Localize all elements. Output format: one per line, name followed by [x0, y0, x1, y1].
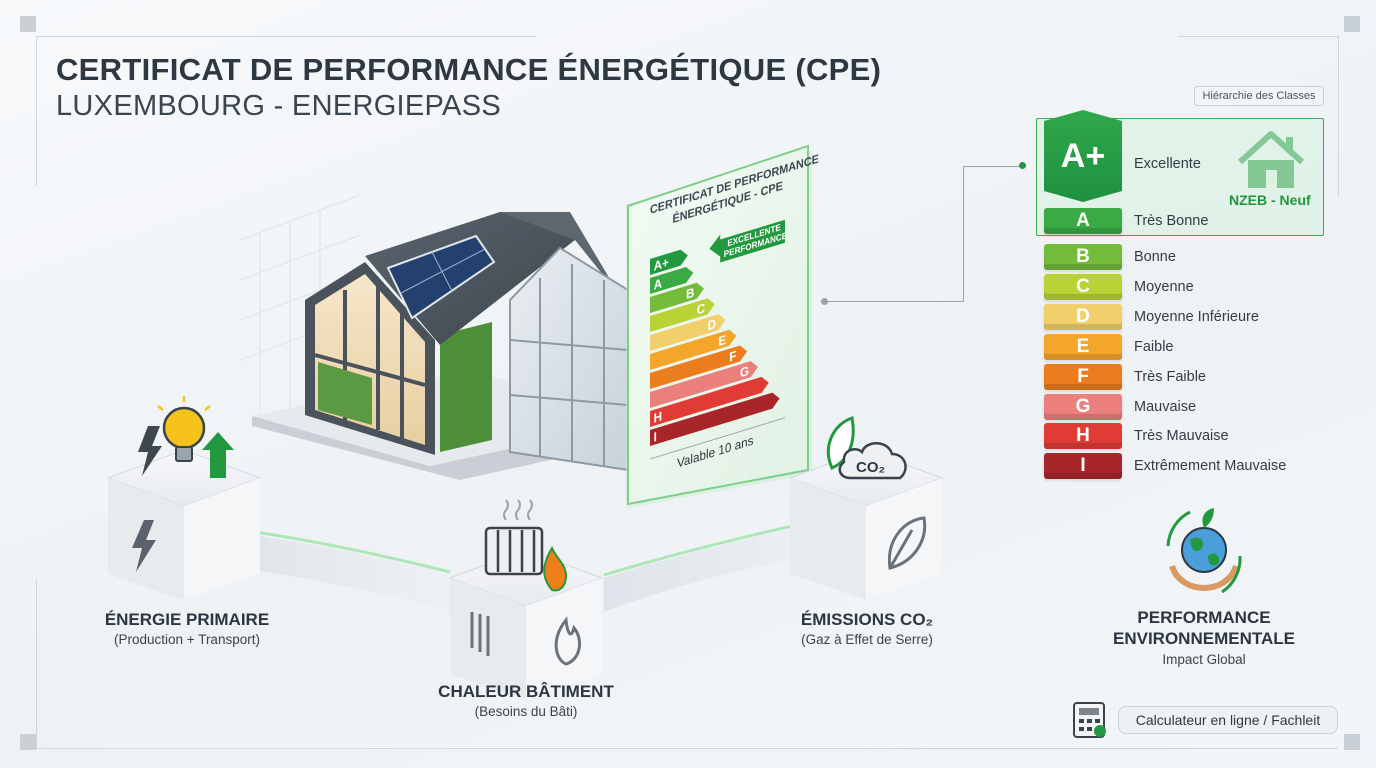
- cert-class-label: B: [686, 285, 694, 302]
- class-row-g: G Mauvaise: [1044, 392, 1324, 422]
- excellent-callout: [709, 219, 786, 263]
- cert-class-label: C: [697, 301, 705, 318]
- online-calculator-link[interactable]: Calculateur en ligne / Fachleit: [1118, 706, 1338, 734]
- solar-panel: [386, 234, 496, 320]
- class-chip: G: [1044, 394, 1122, 420]
- radiator-icon: [484, 499, 544, 576]
- leader-line-horizontal: [824, 301, 964, 302]
- globe-hands-icon: [1166, 508, 1242, 594]
- class-chip: A: [1044, 208, 1122, 234]
- environment-note: Impact Global: [1162, 652, 1246, 667]
- class-chip: F: [1044, 364, 1122, 390]
- building-heat-note: (Besoins du Bâti): [474, 704, 578, 719]
- leaf-icon: [887, 516, 927, 570]
- class-chip: B: [1044, 244, 1122, 270]
- class-row-c: C Moyenne: [1044, 272, 1324, 302]
- class-row-e: E Faible: [1044, 332, 1324, 362]
- cert-class-label: H: [654, 409, 662, 426]
- cert-class-label: I: [654, 430, 657, 445]
- co2-emissions-note: (Gaz à Effet de Serre): [801, 632, 933, 647]
- leader-dot-start: [821, 298, 828, 305]
- page-subtitle: LUXEMBOURG - ENERGIEPASS: [56, 90, 501, 122]
- connector-arc-left: [218, 530, 450, 610]
- frame-right-line: [1338, 36, 1339, 196]
- cert-class-aplus: [650, 249, 688, 275]
- class-chip: E: [1044, 334, 1122, 360]
- class-chip: C: [1044, 274, 1122, 300]
- class-name-aplus: Excellente: [1134, 156, 1201, 172]
- cert-class-label: F: [729, 348, 736, 365]
- class-name: Très Faible: [1134, 369, 1206, 385]
- frame-top-line: [36, 36, 536, 37]
- corner-mark-bl: [20, 734, 36, 750]
- environment-label-2: ENVIRONNEMENTALE: [1113, 629, 1295, 648]
- class-name: Très Bonne: [1134, 213, 1209, 229]
- frame-left-line: [36, 36, 37, 186]
- cert-class-label: G: [740, 363, 749, 380]
- glass-extension: [509, 246, 629, 472]
- cert-class-label: A+: [654, 255, 669, 274]
- class-name: Mauvaise: [1134, 399, 1197, 415]
- class-row-f: F Très Faible: [1044, 362, 1324, 392]
- class-row-b: B Bonne: [1044, 242, 1324, 272]
- calculator-icon: [1073, 702, 1106, 738]
- frame-bottom-line: [36, 748, 1338, 749]
- class-chip: H: [1044, 423, 1122, 449]
- cert-class-label: D: [708, 316, 716, 333]
- class-chip: D: [1044, 304, 1122, 330]
- page-title: CERTIFICAT DE PERFORMANCE ÉNERGÉTIQUE (C…: [56, 52, 882, 87]
- co2-icon-text: CO₂: [856, 459, 885, 476]
- green-wall: [440, 322, 492, 452]
- frame-top-line-right: [1178, 36, 1338, 37]
- lightning-icon: [132, 520, 156, 572]
- environment-label-1: PERFORMANCE: [1137, 608, 1271, 627]
- pillar-primary-energy: [106, 449, 262, 600]
- cert-class-label: A: [654, 276, 662, 293]
- flame-icon: [543, 545, 568, 592]
- class-hierarchy-badge: Hiérarchie des Classes: [1194, 86, 1324, 106]
- building-heat-label: CHALEUR BÂTIMENT: [438, 682, 614, 701]
- corner-mark-tl: [20, 16, 36, 32]
- co2-emissions-label: ÉMISSIONS CO₂: [800, 610, 934, 629]
- arrow-up-icon: [202, 432, 234, 478]
- class-row-a: A Très Bonne: [1044, 206, 1324, 236]
- class-name: Bonne: [1134, 249, 1176, 265]
- leader-dot-end: [1019, 162, 1026, 169]
- lightbulb-icon: [157, 396, 211, 462]
- connector-arc-right: [604, 520, 832, 612]
- class-name: Très Mauvaise: [1134, 428, 1229, 444]
- class-row-d: D Moyenne Inférieure: [1044, 302, 1324, 332]
- co2-cloud-icon: [838, 442, 907, 480]
- leader-line-top: [963, 166, 1023, 167]
- corner-mark-br: [1344, 734, 1360, 750]
- lightning-icon: [138, 426, 162, 476]
- class-name: Moyenne: [1134, 279, 1194, 295]
- primary-energy-note: (Production + Transport): [114, 632, 260, 647]
- radiator-icon: [470, 612, 490, 656]
- class-name: Faible: [1134, 339, 1174, 355]
- corner-mark-tr: [1344, 16, 1360, 32]
- flame-icon: [554, 616, 582, 666]
- frame-left-bottom-line: [36, 580, 37, 748]
- class-row-i: I Extrêmement Mauvaise: [1044, 451, 1324, 481]
- leader-line-vertical: [963, 166, 964, 302]
- class-row-h: H Très Mauvaise: [1044, 421, 1324, 451]
- class-chip-aplus: A+: [1044, 110, 1122, 202]
- pillar-building-heat: [448, 549, 604, 700]
- class-chip: I: [1044, 453, 1122, 479]
- nzeb-label: NZEB - Neuf: [1229, 192, 1311, 208]
- class-name: Moyenne Inférieure: [1134, 309, 1259, 325]
- cert-class-label: E: [718, 332, 726, 349]
- class-name: Extrêmement Mauvaise: [1134, 458, 1287, 474]
- primary-energy-label: ÉNERGIE PRIMAIRE: [104, 610, 270, 629]
